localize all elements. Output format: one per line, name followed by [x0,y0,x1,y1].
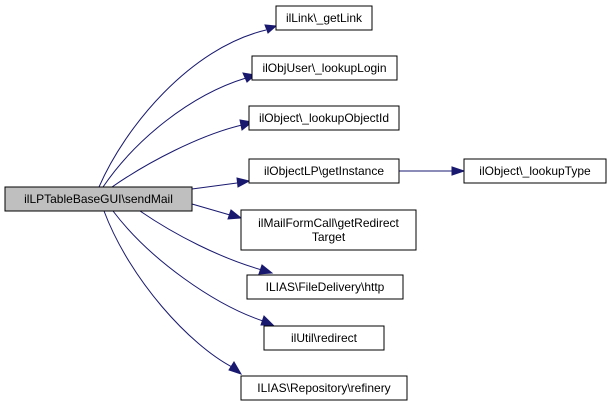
node-box-refinery[interactable] [240,375,408,401]
node-label-getlink: ilLink\_getLink [286,11,363,25]
node-box-getredirect[interactable] [240,209,417,251]
node-getlink[interactable]: ilLink\_getLink [275,5,373,31]
edge-root-to-getlink [98,29,267,188]
node-box-root[interactable] [4,186,193,212]
edge-root-to-lookupobjectid [111,124,243,188]
node-box-getlink[interactable] [275,5,373,31]
edge-root-to-getinstance [191,182,238,190]
arrowhead-http [258,264,274,275]
node-getinstance[interactable]: ilObjectLP\getInstance [248,158,400,184]
edge-root-to-http [139,210,263,271]
arrowhead-lookuptype [451,166,466,176]
edge-root-to-refinery [103,210,233,368]
node-label-lookupobjectid: ilObject\_lookupObjectId [259,111,389,125]
node-root[interactable]: ilLPTableBaseGUI\sendMail [4,186,193,212]
edge-root-to-getredirect [191,203,231,216]
node-label-lookuptype: ilObject\_lookupType [479,164,591,178]
arrowhead-redirect [260,315,275,326]
node-lookuplogin[interactable]: ilObjUser\_lookupLogin [251,55,398,81]
edge-root-to-redirect [112,210,264,322]
node-label-redirect: ilUtil\redirect [291,331,358,345]
node-lookupobjectid[interactable]: ilObject\_lookupObjectId [248,105,400,131]
arrowhead-getlink [264,24,278,34]
node-box-getinstance[interactable] [248,158,400,184]
node-label-http: ILIAS\FileDelivery\http [266,280,385,294]
node-label-refinery: ILIAS\Repository\refinery [257,381,390,395]
node-lookuptype[interactable]: ilObject\_lookupType [463,158,607,184]
node-label-getinstance: ilObjectLP\getInstance [264,164,384,178]
edge-root-to-lookuplogin [102,77,247,188]
node-label-getredirect-line-2: Target [312,230,346,244]
node-box-http[interactable] [246,274,404,300]
node-box-redirect[interactable] [263,325,385,351]
node-label-getredirect-line-1: ilMailFormCall\getRedirect [258,216,399,230]
arrowhead-getredirect [227,209,243,220]
node-box-lookupobjectid[interactable] [248,105,400,131]
node-box-lookuplogin[interactable] [251,55,398,81]
node-box-lookuptype[interactable] [463,158,607,184]
arrowhead-refinery [228,361,243,375]
node-redirect[interactable]: ilUtil\redirect [263,325,385,351]
node-label-lookuplogin: ilObjUser\_lookupLogin [262,61,386,75]
node-refinery[interactable]: ILIAS\Repository\refinery [240,375,408,401]
node-label-root: ilLPTableBaseGUI\sendMail [24,192,173,206]
nodes-layer: ilLPTableBaseGUI\sendMail ilLink\_getLink… [4,5,607,401]
arrowhead-getinstance [236,177,251,188]
node-http[interactable]: ILIAS\FileDelivery\http [246,274,404,300]
